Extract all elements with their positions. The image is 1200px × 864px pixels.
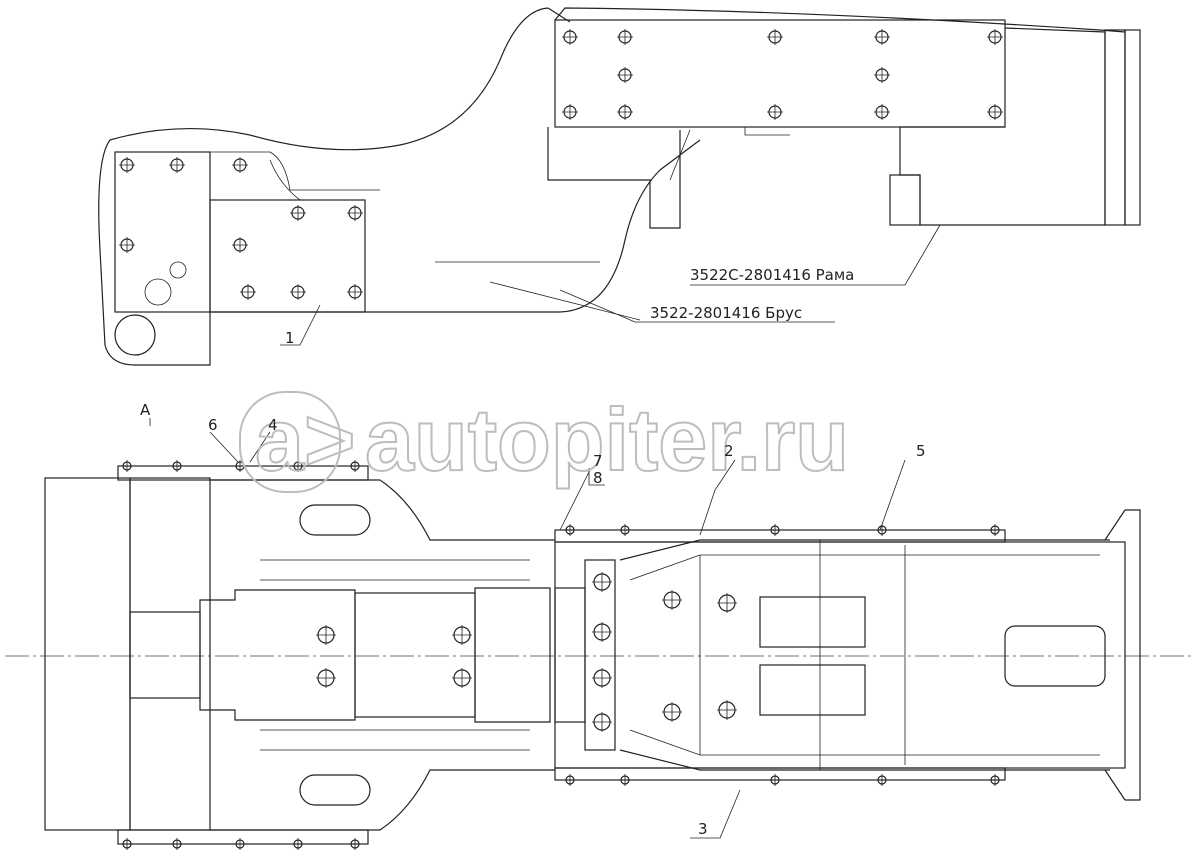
top-side-view (98, 7, 1141, 366)
plan-view (5, 465, 1195, 845)
callout-8: 8 (593, 469, 603, 487)
frame-label: 3522C-2801416 Рама (690, 266, 854, 284)
callout-6: 6 (208, 416, 218, 434)
bolts-group (119, 29, 1003, 300)
watermark-logo: a> (255, 390, 355, 489)
leader-lines (149, 224, 941, 839)
watermark: a> autopiter.ru (239, 389, 850, 493)
callout-7: 7 (593, 452, 603, 470)
view-label: A (140, 401, 151, 419)
callout-3: 3 (698, 820, 708, 838)
callout-5: 5 (916, 442, 926, 460)
beam-label: 3522-2801416 Брус (650, 304, 802, 322)
callout-2: 2 (724, 442, 734, 460)
callout-1: 1 (285, 329, 295, 347)
callout-4: 4 (268, 416, 278, 434)
bolts-group (121, 460, 1001, 850)
watermark-text: autopiter.ru (365, 390, 849, 489)
